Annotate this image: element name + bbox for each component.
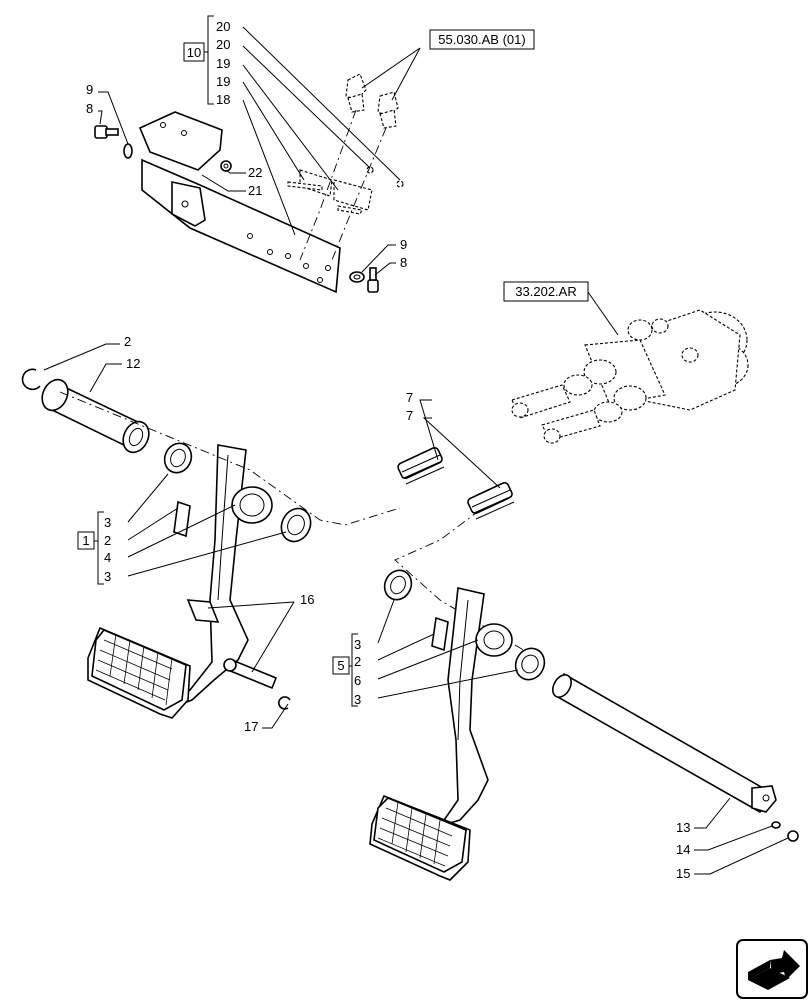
ref-55-030-ab-link[interactable]: 55.030.AB (01) [429,29,535,50]
bolt-8-right [367,267,379,293]
group-10-item-3: 19 [216,56,230,71]
callout-13: 13 [676,820,690,835]
group-5-item-1: 3 [354,637,361,652]
callout-7-b: 7 [406,408,413,423]
bushing-3-left-b [280,507,312,543]
group-1-item-4: 3 [104,569,111,584]
group-10-item-4: 19 [216,74,230,89]
tube-12 [41,378,150,454]
nut-22 [220,160,232,172]
clip-15 [787,830,799,842]
washer-14 [771,821,781,829]
callout-8-right: 8 [400,255,407,270]
group-1-item-3: 4 [104,550,111,565]
brake-light-switches [287,73,404,215]
bolt-8-left [94,125,119,139]
group-10-item-1: 20 [216,19,230,34]
group-5-item-4: 3 [354,692,361,707]
callout-21: 21 [248,183,262,198]
bushing-3-left-a [163,442,193,474]
bushing-3-right-b [514,647,546,681]
brake-valve-ghost [511,309,749,444]
clip-17 [277,696,291,710]
callout-17: 17 [244,719,258,734]
pedal-support-bracket [94,111,379,294]
group-1-item-1: 3 [104,515,111,530]
group-10-item-2: 20 [216,37,230,52]
callout-16: 16 [300,592,314,607]
callout-22: 22 [248,165,262,180]
bushing-3-right-a [383,569,413,601]
next-page-arrow-icon[interactable] [736,939,808,999]
shaft-13 [552,672,777,814]
left-pedal [87,444,278,719]
group-1: 1 3 2 4 3 [77,511,111,585]
group-10: 10 20 20 19 19 18 [183,15,230,107]
circlip-2 [21,368,41,391]
washer-9-right [349,271,365,283]
callout-9-left: 9 [86,82,93,97]
callout-12: 12 [126,356,140,371]
right-pedal [369,587,513,881]
group-1-id: 1 [82,533,89,548]
washer-9-left [123,143,133,159]
group-10-item-5: 18 [216,92,230,107]
ref-55-030-ab-label: 55.030.AB (01) [438,32,525,47]
bolt-2-right [431,616,449,652]
callout-8-left: 8 [86,101,93,116]
ref-33-202-ar-link[interactable]: 33.202.AR [503,281,589,302]
group-5: 5 3 2 6 3 [332,633,361,707]
callout-9-right: 9 [400,237,407,252]
spring-7-a [397,446,445,485]
bolt-2-left [173,500,191,538]
callout-2: 2 [124,334,131,349]
callout-14: 14 [676,842,690,857]
group-10-id: 10 [187,45,201,60]
ref-33-202-ar-label: 33.202.AR [515,284,576,299]
group-1-item-2: 2 [104,533,111,548]
callout-15: 15 [676,866,690,881]
callout-7-a: 7 [406,390,413,405]
leader-lines [43,26,789,875]
spring-7-b [467,481,515,520]
group-5-item-2: 2 [354,654,361,669]
group-5-item-3: 6 [354,673,361,688]
group-5-id: 5 [337,658,344,673]
